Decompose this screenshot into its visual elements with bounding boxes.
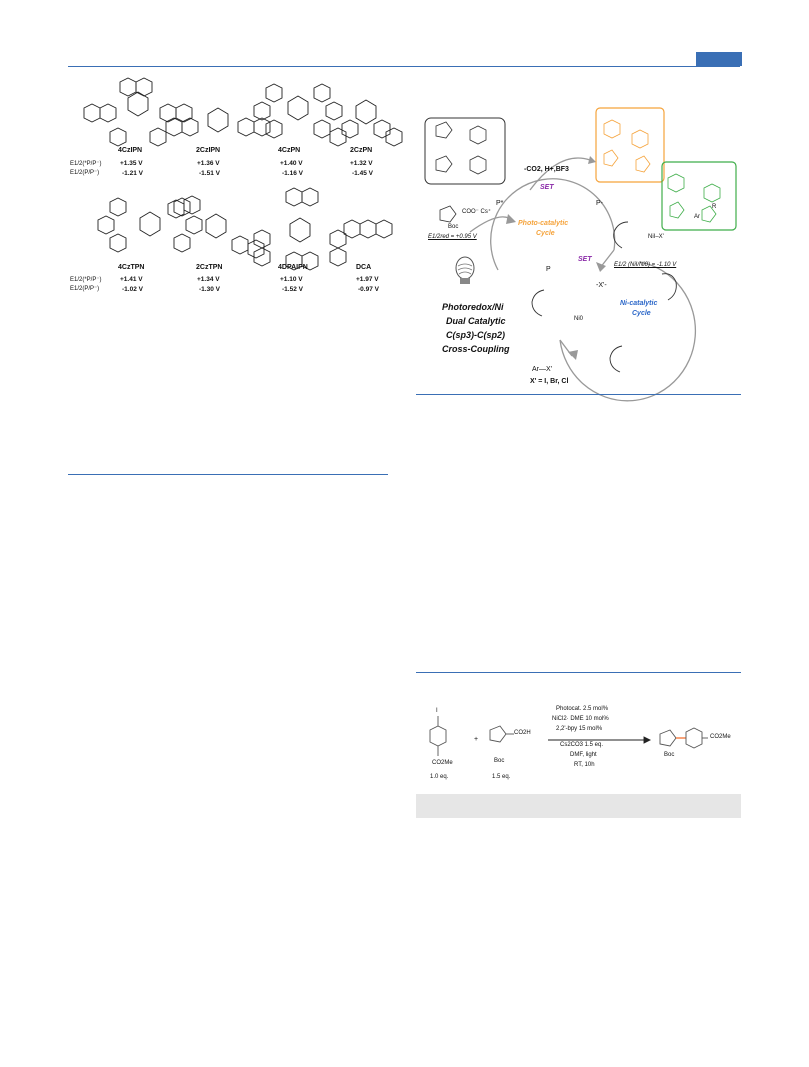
- figure-rule: [416, 394, 741, 395]
- pc-e2: -1.52 V: [282, 286, 303, 293]
- photo-cycle-label: Cycle: [536, 230, 555, 237]
- ni-cycle-label: Cycle: [632, 310, 651, 317]
- lightbulb-icon: [455, 256, 475, 284]
- co2me: CO2Me: [432, 760, 453, 766]
- e-photo: E1/2red = +0.95 V: [428, 234, 477, 240]
- pc-e1: +1.35 V: [120, 160, 143, 167]
- mol-2czipn: [165, 107, 271, 137]
- mol-4czpn: [253, 83, 343, 139]
- cond: NiCl2· DME 10 mol%: [552, 716, 609, 722]
- set-label: SET: [540, 184, 554, 191]
- cond: 2,2'-bpy 15 mol%: [556, 726, 603, 732]
- pc-name: 4DPAIPN: [278, 264, 308, 271]
- mechanism-figure: [424, 107, 737, 402]
- e-ni: E1/2 (NiI/Ni0) = -1.10 V: [614, 262, 677, 268]
- page-number-tab: [696, 52, 742, 66]
- header-rule: [68, 66, 740, 67]
- pc-name: 2CzPN: [350, 147, 373, 154]
- pc-name: 4CzTPN: [118, 264, 145, 271]
- mol-dca: [343, 219, 393, 239]
- section-rule: [416, 672, 741, 673]
- ar-x: Ar—X': [532, 366, 553, 373]
- mol-4czipn: [83, 77, 193, 147]
- pc-e1: +1.36 V: [197, 160, 220, 167]
- iodo: I: [436, 708, 438, 714]
- x-def: X' = I, Br, Cl: [530, 378, 569, 385]
- cond: RT, 10h: [574, 762, 595, 768]
- p-minus: P-: [596, 200, 603, 207]
- mol-4cztpn: [97, 197, 203, 253]
- cond: Cs2CO3 1.5 eq.: [560, 742, 604, 748]
- plus: +: [474, 736, 479, 743]
- cs-salt: COO⁻ Cs⁺: [462, 209, 492, 215]
- set-label: SET: [578, 256, 592, 263]
- mol-2czpn: [329, 99, 403, 147]
- title-line: Dual Catalytic: [446, 316, 506, 326]
- pc-name: DCA: [356, 264, 372, 271]
- e1-label: E1/2(*P/P⁻): [70, 277, 102, 283]
- boc: Boc: [494, 758, 505, 764]
- boc-label: Boc: [448, 224, 459, 230]
- pc-e2: -0.97 V: [358, 286, 379, 293]
- pc-e2: -1.51 V: [199, 170, 220, 177]
- pc-name: 4CzIPN: [118, 147, 143, 154]
- mol-2cztpn: [167, 195, 265, 259]
- table-header-bar: [416, 794, 741, 818]
- p-star: P*: [496, 200, 504, 207]
- pc-name: 4CzPN: [278, 147, 301, 154]
- prod-boc: Boc: [664, 752, 675, 758]
- pc-e1: +1.41 V: [120, 276, 143, 283]
- mol-4dpaipn: [253, 187, 347, 271]
- minus-x: -X'-: [596, 282, 607, 289]
- e1-label: E1/2(*P/P⁻): [70, 161, 102, 167]
- ni-x: NiI–X': [648, 234, 664, 240]
- ni0: Ni0: [574, 316, 584, 322]
- prod-co2me: CO2Me: [710, 734, 731, 740]
- pc-e2: -1.21 V: [122, 170, 143, 177]
- pc-e2: -1.45 V: [352, 170, 373, 177]
- title-line: Cross-Coupling: [442, 344, 510, 354]
- title-line: C(sp3)-C(sp2): [446, 330, 506, 340]
- pc-e2: -1.16 V: [282, 170, 303, 177]
- ar-r: Ar: [694, 214, 700, 220]
- decarb-label: -CO2, H+,BF3: [524, 166, 569, 173]
- ni-cycle-label: Ni-catalytic: [620, 300, 658, 307]
- photo-cycle-label: Photo-catalytic: [518, 220, 569, 227]
- pc-e1: +1.40 V: [280, 160, 303, 167]
- section-rule: [68, 474, 388, 475]
- sm2-eq: 1.5 eq.: [492, 774, 511, 780]
- title-line: Photoredox/Ni: [442, 302, 504, 312]
- cond: Photocat. 2.5 mol%: [556, 706, 609, 712]
- pc-e1: +1.32 V: [350, 160, 373, 167]
- pc-e2: -1.30 V: [199, 286, 220, 293]
- e2-label: E1/2(P/P⁻): [70, 286, 100, 292]
- pc-e1: +1.97 V: [356, 276, 379, 283]
- r-label: R: [712, 204, 717, 210]
- pc-e1: +1.34 V: [197, 276, 220, 283]
- sm1-eq: 1.0 eq.: [430, 774, 449, 780]
- pc-e2: -1.02 V: [122, 286, 143, 293]
- co2h: CO2H: [514, 730, 531, 736]
- pc-e1: +1.10 V: [280, 276, 303, 283]
- cond: DMF, light: [570, 752, 597, 758]
- scheme-figure: [429, 716, 708, 756]
- pc-name: 2CzIPN: [196, 147, 221, 154]
- pc-name: 2CzTPN: [196, 264, 223, 271]
- e2-label: E1/2(P/P⁻): [70, 170, 100, 176]
- p-label: P: [546, 266, 551, 273]
